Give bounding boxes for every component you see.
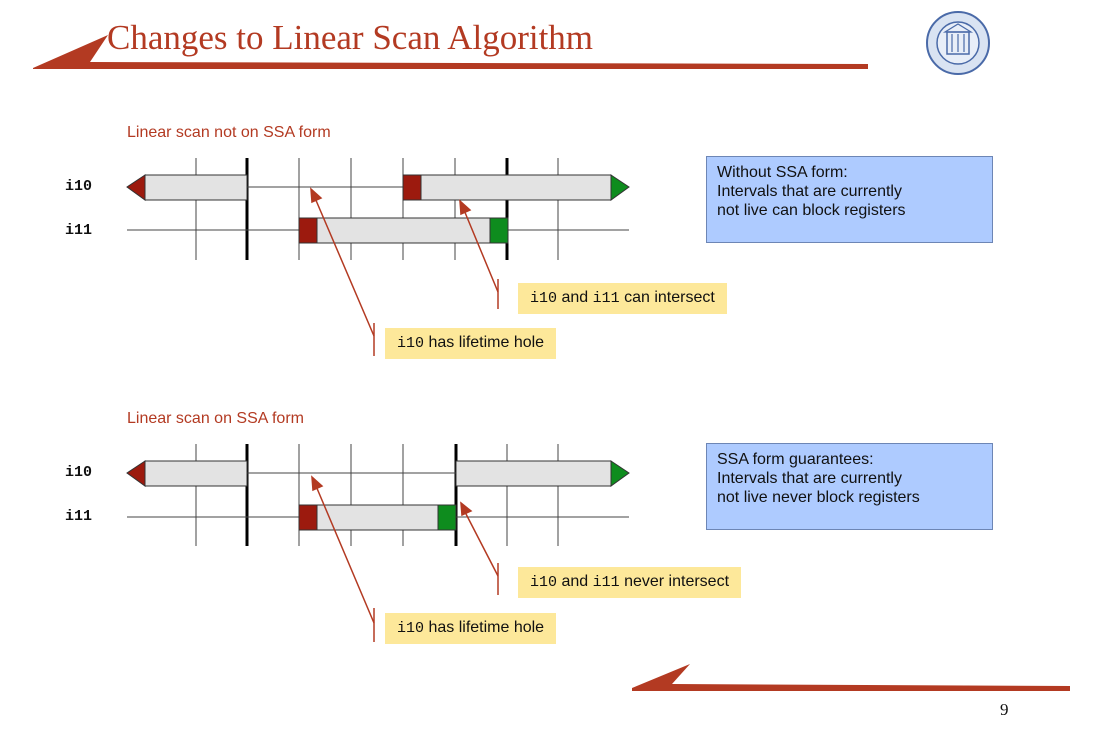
panel-1-label: Linear scan not on SSA form bbox=[127, 124, 331, 141]
panel-2-callout-intersect-mid: and bbox=[557, 573, 593, 590]
panel-1-arrows bbox=[310, 187, 499, 337]
panel-1-i10-start-arrow bbox=[126, 174, 146, 201]
panel-2-infobox-line-3: not live never block registers bbox=[717, 489, 920, 506]
panel-2-infobox-line-1: SSA form guarantees: bbox=[717, 451, 874, 468]
panel-2-label: Linear scan on SSA form bbox=[127, 410, 304, 427]
panel-1-i10-interval-a bbox=[144, 174, 248, 201]
panel-1-i11-use-marker bbox=[489, 217, 509, 244]
panel-1-callout-intersect-a: i10 bbox=[530, 290, 558, 307]
panel-1-infobox-line-2: Intervals that are currently bbox=[717, 183, 902, 200]
panel-2-i10-end-arrow bbox=[610, 460, 630, 487]
panel-2-infobox-line-2: Intervals that are currently bbox=[717, 470, 902, 487]
panel-1-row-i10-label: i10 bbox=[65, 178, 93, 195]
panel-1-infobox-line-1: Without SSA form: bbox=[717, 164, 848, 181]
panel-1-callout-intersect-rest: can intersect bbox=[619, 289, 715, 306]
panel-2-callout-intersect-a: i10 bbox=[530, 574, 558, 591]
panel-1-row-i11-label: i11 bbox=[65, 222, 93, 239]
panel-2-callout-hole: i10 has lifetime hole bbox=[385, 613, 557, 644]
panel-1-callout-intersect-mid: and bbox=[557, 289, 593, 306]
university-seal bbox=[925, 10, 991, 76]
panel-2-grid bbox=[195, 444, 559, 546]
panel-2-callout-hole-a: i10 bbox=[397, 620, 425, 637]
panel-1-i11-def-marker bbox=[298, 217, 318, 244]
panel-2-row-i10-label: i10 bbox=[65, 464, 93, 481]
panel-2-callout-hole-rest: has lifetime hole bbox=[424, 619, 545, 636]
panel-1-i10-end-arrow bbox=[610, 174, 630, 201]
panel-1-callout-intersect-b: i11 bbox=[592, 290, 620, 307]
panel-1-callout-hole-rest: has lifetime hole bbox=[424, 334, 545, 351]
panel-1-callout-hole-a: i10 bbox=[397, 335, 425, 352]
panel-2-i11-use-marker bbox=[437, 504, 457, 531]
panel-2-callout-intersect-b: i11 bbox=[592, 574, 620, 591]
panel-2-i10-interval-b bbox=[455, 460, 612, 487]
panel-1-i10-interval-b bbox=[402, 174, 612, 201]
slide-title: Changes to Linear Scan Algorithm bbox=[107, 18, 594, 57]
panel-2-i11-def-marker bbox=[298, 504, 318, 531]
title-underline-swoosh bbox=[33, 35, 868, 69]
footer-swoosh bbox=[632, 664, 1070, 691]
panel-1-infobox-line-3: not live can block registers bbox=[717, 202, 906, 219]
panel-2-callout-ticks bbox=[373, 563, 499, 642]
panel-2-row-i11-label: i11 bbox=[65, 508, 93, 525]
panel-1-callout-intersect: i10 and i11 can intersect bbox=[518, 283, 727, 314]
panel-1-infobox: Without SSA form: Intervals that are cur… bbox=[706, 156, 993, 243]
panel-1-i10-def-marker bbox=[402, 174, 422, 201]
panel-2-i10-start-arrow bbox=[126, 460, 146, 487]
panel-2-infobox: SSA form guarantees: Intervals that are … bbox=[706, 443, 993, 530]
page-number: 9 bbox=[1000, 700, 1009, 719]
panel-2-arrows bbox=[311, 475, 499, 624]
panel-2-callout-intersect-rest: never intersect bbox=[619, 573, 730, 590]
panel-2-i10-interval-a bbox=[144, 460, 248, 487]
panel-1-callout-hole: i10 has lifetime hole bbox=[385, 328, 557, 359]
panel-1-callout-ticks bbox=[373, 279, 499, 356]
panel-2-callout-intersect: i10 and i11 never intersect bbox=[518, 567, 742, 598]
panel-2-i11-interval bbox=[298, 504, 457, 531]
